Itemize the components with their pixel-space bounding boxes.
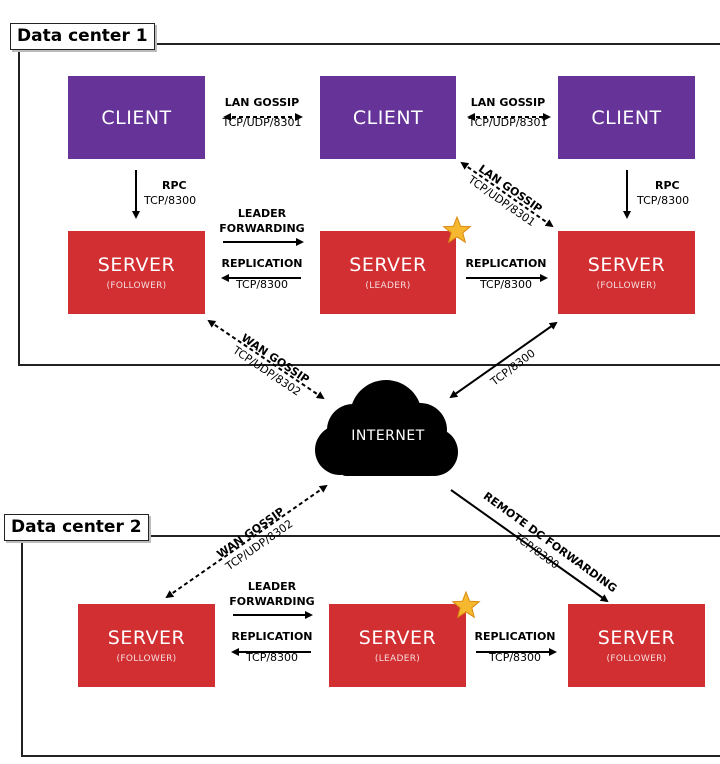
dc1-server-leader: SERVER (LEADER) bbox=[320, 231, 456, 314]
datacenter-1-label: Data center 1 bbox=[10, 23, 155, 50]
node-title: CLIENT bbox=[591, 106, 662, 129]
dc1-client-right: CLIENT bbox=[558, 76, 695, 159]
link-title: RPC bbox=[655, 179, 680, 192]
dc2-leader-forwarding-label: LEADER FORWARDING bbox=[222, 579, 322, 609]
dc2-server-right: SERVER (FOLLOWER) bbox=[568, 604, 705, 687]
datacenter-1-frame bbox=[18, 43, 720, 366]
link-title-line2: FORWARDING bbox=[219, 222, 305, 235]
datacenter-2-label: Data center 2 bbox=[4, 514, 149, 541]
rpc-label-right: RPC TCP/8300 bbox=[637, 178, 697, 208]
node-title: SERVER bbox=[597, 627, 676, 649]
node-role: (FOLLOWER) bbox=[106, 281, 167, 291]
lan-gossip-label-2: LAN GOSSIP TCP/UDP/8301 bbox=[458, 95, 558, 130]
wan-gossip-dc2-arrow bbox=[165, 484, 328, 599]
node-role: (FOLLOWER) bbox=[596, 281, 657, 291]
node-title: SERVER bbox=[107, 627, 186, 649]
link-port: TCP/8300 bbox=[488, 651, 542, 664]
node-role: (FOLLOWER) bbox=[606, 654, 667, 664]
link-title: LAN GOSSIP bbox=[470, 96, 546, 109]
internet-label: INTERNET bbox=[351, 428, 425, 444]
dc2-replication-left-label: REPLICATION TCP/8300 bbox=[222, 629, 322, 665]
dc1-client-left: CLIENT bbox=[68, 76, 205, 159]
link-port: TCP/8300 bbox=[245, 651, 299, 664]
node-role: (LEADER) bbox=[374, 654, 421, 664]
link-port: TCP/8300 bbox=[235, 278, 289, 291]
link-title: LAN GOSSIP bbox=[224, 96, 300, 109]
node-title: SERVER bbox=[587, 254, 666, 276]
dc1-replication-right-label: REPLICATION TCP/8300 bbox=[456, 256, 556, 292]
remote-dc-forwarding-arrow bbox=[450, 489, 609, 603]
node-title: SERVER bbox=[349, 254, 427, 276]
link-title: REPLICATION bbox=[474, 630, 556, 643]
link-port: TCP/8300 bbox=[479, 278, 533, 291]
lan-gossip-diagonal-arrow bbox=[460, 161, 554, 228]
node-role: (LEADER) bbox=[365, 281, 411, 291]
link-title: REPLICATION bbox=[465, 257, 547, 270]
wan-gossip-dc1-arrow bbox=[207, 319, 325, 400]
dc1-leader-forwarding-label: LEADER FORWARDING bbox=[212, 206, 312, 236]
link-title: RPC bbox=[162, 179, 187, 192]
link-title-line1: LEADER bbox=[247, 580, 297, 593]
link-title-line1: LEADER bbox=[237, 207, 287, 220]
dc1-replication-left-label: REPLICATION TCP/8300 bbox=[212, 256, 312, 292]
dc2-server-leader: SERVER (LEADER) bbox=[329, 604, 466, 687]
link-port: TCP/UDP/8301 bbox=[468, 116, 548, 129]
dc1-server-right: SERVER (FOLLOWER) bbox=[558, 231, 695, 314]
internet-dc1-arrow bbox=[449, 321, 558, 399]
node-title: SERVER bbox=[358, 627, 437, 649]
dc2-server-left: SERVER (FOLLOWER) bbox=[78, 604, 215, 687]
node-title: CLIENT bbox=[101, 106, 172, 129]
link-title: REPLICATION bbox=[231, 630, 313, 643]
node-title: SERVER bbox=[97, 254, 176, 276]
dc1-server-left: SERVER (FOLLOWER) bbox=[68, 231, 205, 314]
link-title-line2: FORWARDING bbox=[229, 595, 315, 608]
node-role: (FOLLOWER) bbox=[116, 654, 177, 664]
rpc-label-left: RPC TCP/8300 bbox=[144, 178, 204, 208]
node-title: CLIENT bbox=[352, 106, 424, 129]
dc1-client-mid: CLIENT bbox=[320, 76, 456, 159]
link-port: TCP/8300 bbox=[637, 194, 690, 207]
link-title: REPLICATION bbox=[221, 257, 303, 270]
link-port: TCP/8300 bbox=[144, 194, 197, 207]
datacenter-2-frame bbox=[21, 535, 720, 757]
link-port: TCP/UDP/8301 bbox=[222, 116, 302, 129]
dc2-replication-right-label: REPLICATION TCP/8300 bbox=[465, 629, 565, 665]
lan-gossip-label-1: LAN GOSSIP TCP/UDP/8301 bbox=[212, 95, 312, 130]
